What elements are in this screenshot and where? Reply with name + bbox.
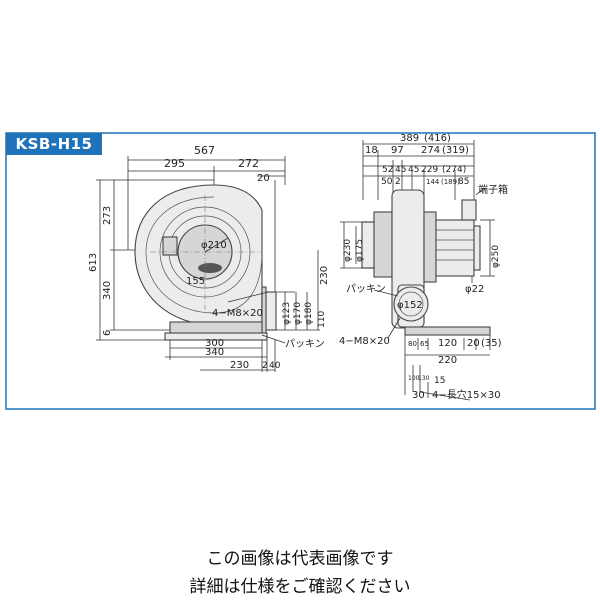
dim-phi22: φ22 bbox=[465, 284, 484, 295]
terminal-box-label: 端子箱 bbox=[478, 183, 508, 196]
dim-18: 18 bbox=[365, 145, 378, 156]
dim-b120: 120 bbox=[438, 338, 457, 349]
side-bolt-spec: 4−M8×20 bbox=[339, 336, 390, 347]
dim-274-alt: (319) bbox=[442, 145, 469, 156]
dim-left-width: 295 bbox=[164, 157, 185, 170]
dim-inlet-diameter: φ210 bbox=[201, 240, 227, 251]
front-bolt-spec: 4−M8×20 bbox=[212, 308, 263, 319]
dim-52: 52 bbox=[382, 165, 393, 175]
dim-274: 274 bbox=[421, 145, 440, 156]
side-gasket-label: パッキン bbox=[346, 283, 386, 295]
dim-b30: 30 bbox=[412, 390, 425, 401]
front-view bbox=[96, 156, 320, 372]
dim-flange-offset: 20 bbox=[257, 173, 270, 184]
dim-phi250: φ250 bbox=[491, 245, 501, 268]
dim-lower-height: 340 bbox=[102, 281, 113, 300]
dim-total-width: 567 bbox=[194, 144, 215, 157]
dim-b15: 15 bbox=[434, 376, 445, 386]
dim-b100: 100 bbox=[408, 375, 420, 382]
dim-b20: 20 bbox=[467, 338, 480, 349]
dim-229-alt: (274) bbox=[442, 165, 466, 175]
dim-bottom-40: 40 bbox=[269, 361, 281, 371]
dim-base-340: 340 bbox=[205, 347, 224, 358]
dim-bottom-230: 230 bbox=[230, 360, 249, 371]
dim-50: 50 bbox=[381, 177, 393, 187]
dim-top-height: 273 bbox=[102, 206, 113, 225]
dim-b65: 65 bbox=[420, 340, 429, 348]
dim-b80: 80 bbox=[408, 340, 417, 348]
dim-45a: 45 bbox=[395, 165, 406, 175]
drawing-frame bbox=[5, 132, 596, 410]
dim-b130: 130 bbox=[418, 375, 430, 382]
dim-total-depth-alt: (416) bbox=[424, 133, 451, 144]
dim-bottom-2: 2 bbox=[262, 361, 268, 371]
caption-check-specs: 詳細は仕様をご確認ください bbox=[189, 577, 411, 597]
dim-45b: 45 bbox=[408, 165, 419, 175]
dim-base-thickness: 6 bbox=[102, 330, 113, 336]
model-tab: KSB-H15 bbox=[6, 133, 102, 155]
dim-phi230: φ230 bbox=[343, 239, 353, 262]
dim-b220: 220 bbox=[438, 355, 457, 366]
dim-144: 144 bbox=[426, 178, 440, 186]
dim-2: 2 bbox=[395, 177, 401, 187]
dim-phi123: φ123 bbox=[282, 302, 292, 325]
dim-189: (189) bbox=[441, 178, 460, 186]
dim-85: 85 bbox=[458, 177, 469, 187]
dim-110: 110 bbox=[317, 311, 327, 328]
dim-total-depth: 389 bbox=[400, 133, 419, 144]
dim-base-300: 300 bbox=[205, 338, 224, 349]
dim-right-width: 272 bbox=[238, 157, 259, 170]
inlet-grille-icon bbox=[198, 263, 222, 273]
caption-representative-image: この画像は代表画像です bbox=[206, 549, 394, 569]
dim-phi170: φ170 bbox=[293, 302, 303, 325]
dim-outlet-height: 230 bbox=[319, 266, 330, 285]
terminal-box-icon bbox=[461, 199, 477, 221]
dim-total-height: 613 bbox=[88, 253, 99, 272]
dim-phi180: φ180 bbox=[304, 302, 314, 325]
slot-spec: 4−長穴15×30 bbox=[432, 388, 501, 401]
dim-inlet-offset: 155 bbox=[186, 276, 205, 287]
dim-229: 229 bbox=[421, 165, 438, 175]
dim-phi175: φ175 bbox=[355, 239, 365, 262]
front-gasket-label: パッキン bbox=[285, 338, 325, 350]
dim-b35: (35) bbox=[481, 338, 502, 349]
dim-phi152: φ152 bbox=[397, 300, 423, 311]
dim-97: 97 bbox=[391, 145, 404, 156]
side-view bbox=[340, 140, 495, 401]
